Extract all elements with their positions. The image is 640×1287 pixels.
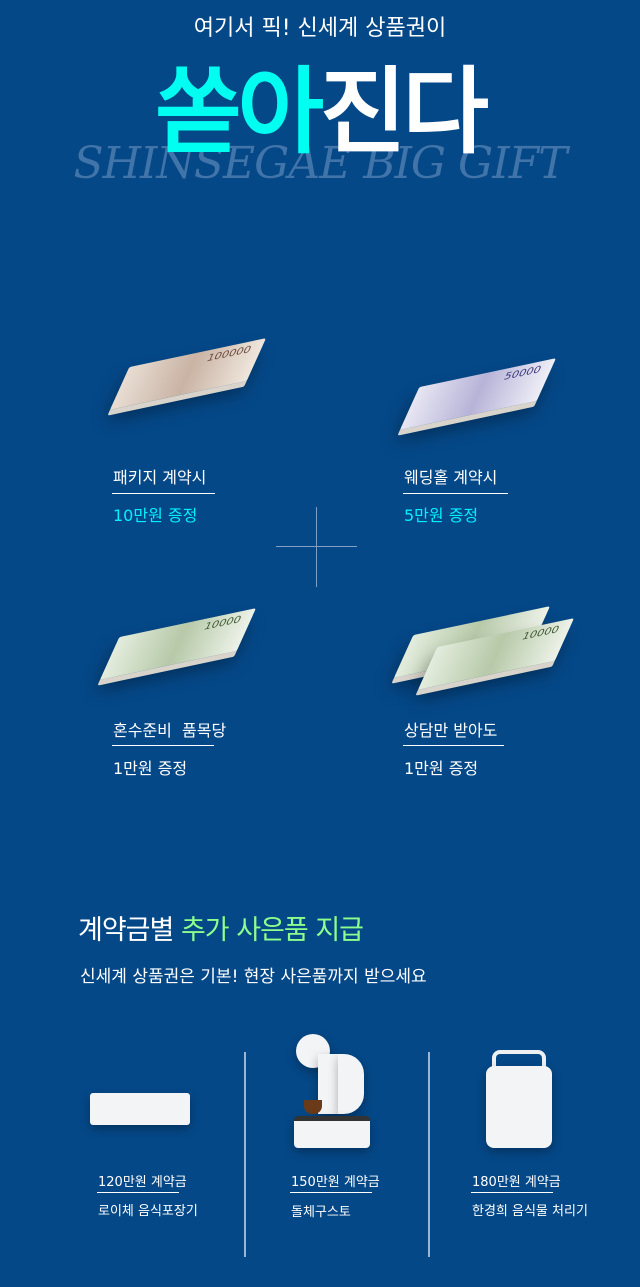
title-rest: 진다 xyxy=(320,58,489,167)
bill-denomination: 10000 xyxy=(519,624,561,643)
divider xyxy=(97,1192,179,1193)
gift-tier: 180만원 계약금 xyxy=(472,1175,561,1190)
bill-denomination: 10000 xyxy=(201,614,243,633)
divider xyxy=(112,493,215,494)
coffee-machine-image xyxy=(292,1034,372,1154)
gift-tier: 150만원 계약금 xyxy=(291,1175,380,1190)
offer-value: 5만원 증정 xyxy=(404,506,479,525)
gifts-title-text: 계약금별 xyxy=(78,915,174,946)
divider xyxy=(403,493,508,494)
bill-denomination: 50000 xyxy=(501,364,543,383)
offer-value: 1만원 증정 xyxy=(404,759,479,778)
gift-name: 한경희 음식물 처리기 xyxy=(472,1204,588,1219)
divider xyxy=(290,1192,372,1193)
bill-100000-image: 100000 xyxy=(109,338,267,410)
watermark: SHINSEGAE BIG GIFT xyxy=(73,138,568,189)
bill-50000-image: 50000 xyxy=(399,358,557,430)
food-waste-disposer-image xyxy=(486,1050,552,1150)
bill-denomination: 100000 xyxy=(204,344,253,365)
gifts-subtitle: 신세계 상품권은 기본! 현장 사은품까지 받으세요 xyxy=(80,967,427,987)
title-accent: 쏟아 xyxy=(155,58,324,167)
gift-name: 로이체 음식포장기 xyxy=(98,1204,198,1219)
divider xyxy=(112,745,214,746)
offer-value: 10만원 증정 xyxy=(113,506,198,525)
offer-value: 1만원 증정 xyxy=(113,759,188,778)
food-sealer-image xyxy=(90,1093,190,1125)
header-title: 쏟아진다 xyxy=(0,58,640,168)
header-subtitle: 여기서 픽! 신세계 상품권이 xyxy=(193,16,447,41)
gift-tier: 120만원 계약금 xyxy=(98,1175,187,1190)
offer-label: 혼수준비 품목당 xyxy=(113,721,227,740)
column-divider xyxy=(428,1052,430,1257)
plus-divider xyxy=(316,507,317,587)
divider xyxy=(471,1192,553,1193)
column-divider xyxy=(244,1052,246,1257)
gifts-title: 계약금별 추가 사은품 지급 xyxy=(78,908,364,947)
offer-label: 패키지 계약시 xyxy=(113,468,207,487)
gift-name: 돌체구스토 xyxy=(291,1205,351,1220)
gifts-title-accent: 추가 사은품 지급 xyxy=(180,915,364,946)
divider xyxy=(403,745,504,746)
offer-label: 웨딩홀 계약시 xyxy=(404,468,498,487)
bill-10000-image: 10000 xyxy=(99,608,257,680)
offer-label: 상담만 받아도 xyxy=(404,721,498,740)
